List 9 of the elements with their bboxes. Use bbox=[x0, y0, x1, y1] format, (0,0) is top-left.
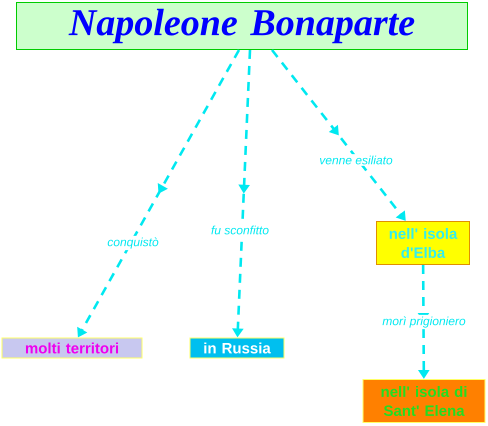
concept-box: nell' isola d'Elba bbox=[376, 221, 470, 265]
edge-label: venne esiliato bbox=[318, 154, 394, 166]
concept-box: in Russia bbox=[190, 338, 284, 358]
edge-label: conquistò bbox=[106, 236, 160, 250]
edge-label: fu sconfitto bbox=[209, 224, 271, 236]
edge-label: morì prigioniero bbox=[380, 314, 468, 330]
concept-box: nell' isola di Sant' Elena bbox=[362, 379, 486, 423]
title-box: Napoleone Bonaparte bbox=[16, 2, 468, 50]
concept-box: molti territori bbox=[2, 338, 142, 358]
